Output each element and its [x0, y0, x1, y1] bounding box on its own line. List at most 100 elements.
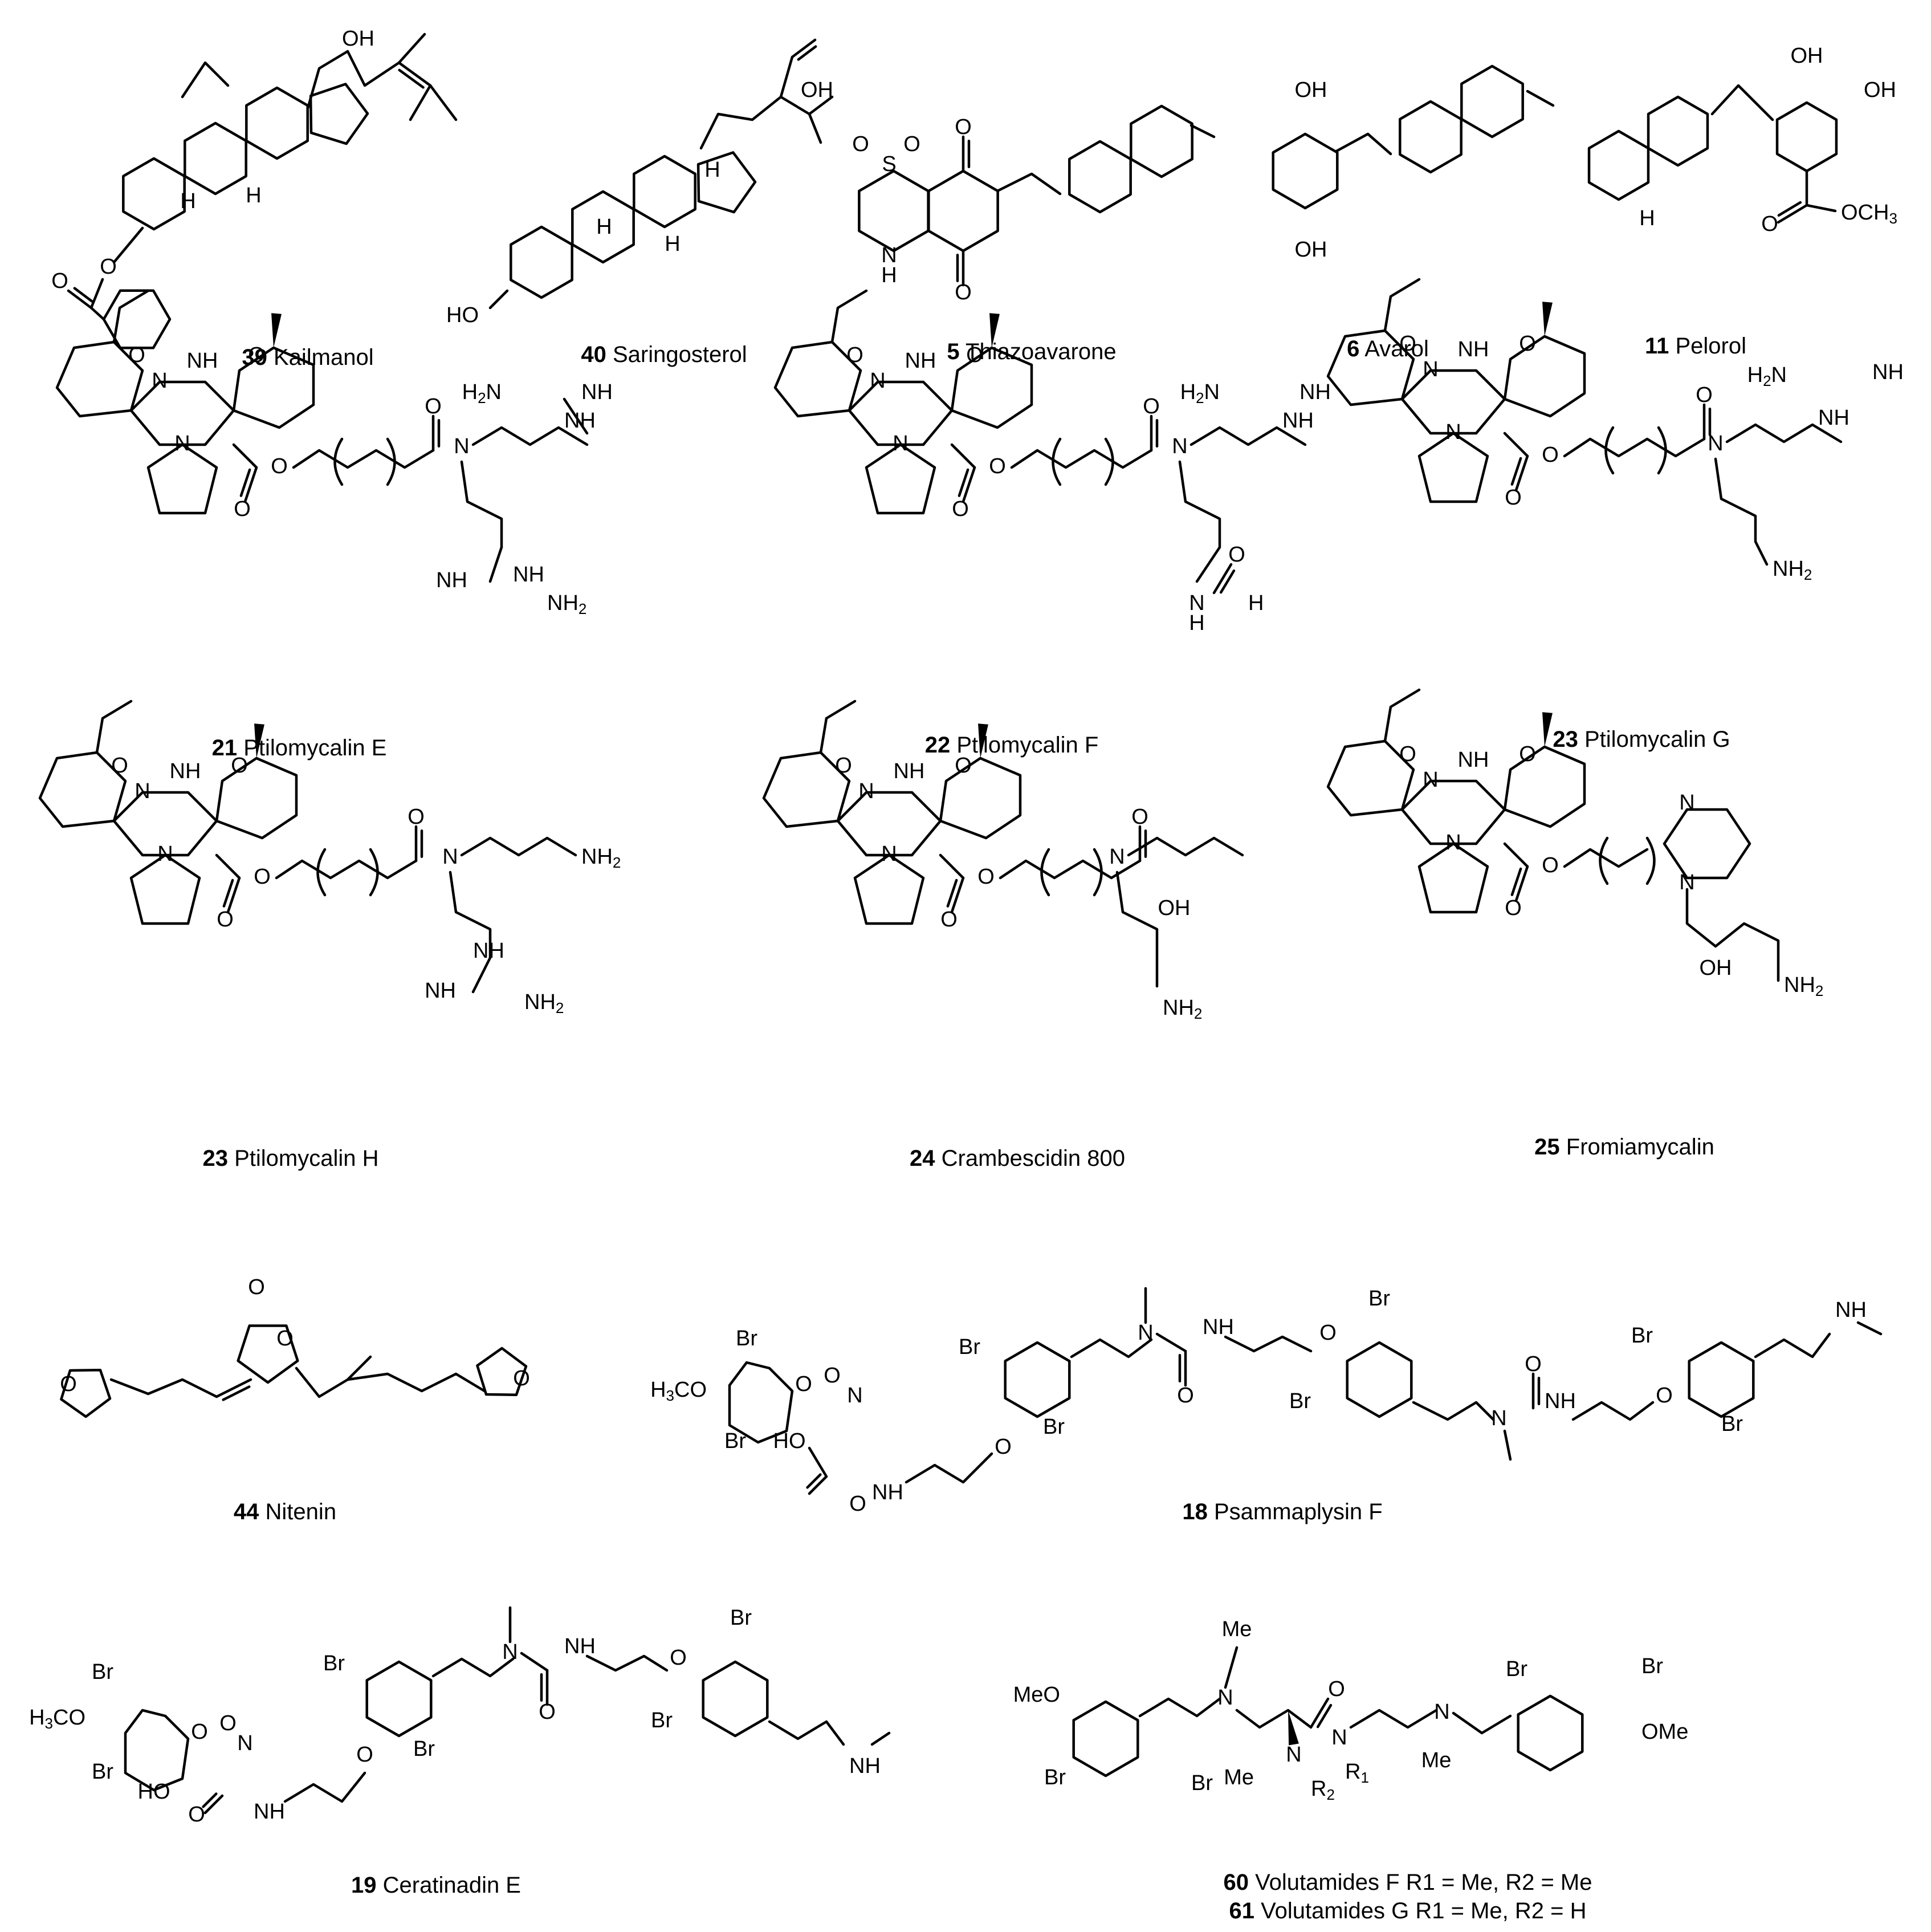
bond — [1010, 449, 1153, 469]
atom-label: Br — [1631, 1324, 1653, 1348]
atom-label: NH2 — [1773, 557, 1812, 583]
atom-label: O — [111, 754, 128, 778]
atom-label: O — [995, 1435, 1012, 1459]
atom-label: R1 — [1345, 1760, 1369, 1786]
bond — [460, 460, 503, 549]
caption-44: 44 Nitenin — [234, 1499, 336, 1524]
atom-label: Br — [736, 1327, 757, 1351]
atom-label: NH — [1282, 409, 1314, 433]
bond — [73, 287, 93, 303]
bond — [1224, 1335, 1313, 1353]
bond — [1155, 1332, 1187, 1353]
ring — [1326, 329, 1415, 406]
ring — [1503, 745, 1586, 828]
bond — [1412, 1401, 1495, 1421]
ring — [146, 443, 218, 515]
ring — [858, 169, 930, 253]
bond — [488, 546, 503, 583]
bond — [283, 1771, 366, 1803]
bond — [95, 699, 133, 754]
atom-label: NH — [473, 939, 504, 963]
bond — [1452, 1711, 1512, 1735]
bond — [222, 878, 234, 908]
atom-label: N — [1286, 1743, 1301, 1767]
bond — [409, 84, 432, 121]
atom-label: N — [1708, 432, 1723, 455]
atom-label: N — [881, 243, 897, 267]
atom-label: N — [1138, 1321, 1153, 1345]
atom-label: O — [1228, 543, 1245, 567]
atom-label: HO — [773, 1429, 806, 1453]
atom-label: O — [191, 1720, 208, 1744]
bond — [999, 859, 1142, 880]
bond — [779, 55, 794, 99]
bond — [585, 1654, 669, 1672]
bond — [1189, 124, 1216, 139]
atom-label: O — [356, 1743, 373, 1767]
bond — [471, 426, 589, 446]
atom-label: Br — [92, 1660, 113, 1684]
ring — [60, 1368, 112, 1418]
atom-label: O — [846, 343, 863, 367]
atom-label: O — [1505, 896, 1522, 920]
atom-label: NH2 — [1784, 973, 1823, 999]
bond — [1212, 563, 1233, 595]
bond — [1571, 1401, 1655, 1421]
atom-label: N — [870, 369, 885, 393]
bond — [346, 50, 401, 87]
bond — [398, 68, 425, 89]
atom-label: O — [1177, 1384, 1194, 1408]
bond — [768, 1720, 845, 1746]
atom-label: H — [180, 189, 195, 213]
atom-label: H3CO — [29, 1706, 85, 1732]
bond — [1805, 204, 1837, 213]
bond — [292, 449, 435, 469]
ring — [1272, 132, 1339, 210]
atom-label: NH — [1545, 1389, 1576, 1413]
atom-label: N — [442, 845, 458, 869]
caption-39: 39 Kailmanol — [242, 345, 373, 370]
bond — [1189, 426, 1307, 446]
bond — [397, 61, 432, 87]
atom-label: O — [955, 754, 972, 778]
bond — [958, 468, 969, 497]
ring — [1326, 739, 1415, 817]
atom-label: O — [513, 1366, 530, 1390]
bond — [699, 95, 783, 150]
atom-label: NH2 — [524, 990, 564, 1016]
bond — [346, 1372, 486, 1393]
bond — [1514, 454, 1529, 492]
ring — [1775, 101, 1838, 173]
wedge-bond — [989, 313, 1000, 348]
atom-label: O — [1542, 443, 1559, 467]
ring — [865, 443, 936, 515]
atom-label: O — [254, 865, 271, 889]
bond — [1514, 865, 1529, 902]
bond — [397, 32, 426, 64]
bond — [939, 853, 965, 880]
bond — [1115, 871, 1159, 988]
atom-label: Br — [92, 1760, 113, 1784]
atom-label: O — [271, 454, 288, 478]
atom-label: O — [966, 343, 983, 367]
bond — [1178, 460, 1221, 583]
bond — [275, 859, 418, 880]
atom-label: H3CO — [650, 1378, 707, 1404]
bond — [1526, 90, 1555, 107]
atom-label: NH — [170, 759, 201, 783]
atom-label: Br — [1368, 1287, 1390, 1311]
atom-label: Br — [1044, 1766, 1066, 1789]
bracket-open — [316, 848, 327, 897]
atom-label: H2N — [1747, 363, 1787, 389]
atom-label: H — [1248, 591, 1264, 615]
bond — [306, 50, 349, 110]
atom-label: O — [955, 280, 972, 304]
bond — [239, 468, 251, 497]
bond — [215, 853, 241, 880]
